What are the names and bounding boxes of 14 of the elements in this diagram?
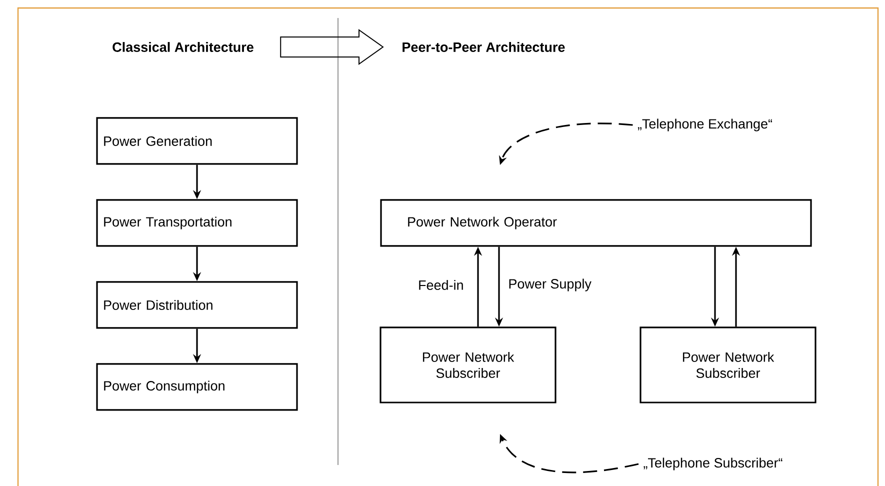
annotation-text: „Telephone Exchange“: [638, 118, 772, 132]
process-box: Power Network Subscriber: [640, 326, 816, 404]
process-box: Power Transportation: [96, 199, 298, 247]
edge-label: Power Supply: [506, 276, 594, 294]
edge-label: Feed-in: [416, 278, 466, 292]
section-title: Classical Architecture: [112, 42, 254, 52]
block-arrow: [280, 29, 384, 65]
annotation-text: „Telephone Subscriber“: [644, 458, 782, 470]
process-box: Power Network Operator: [380, 199, 812, 247]
process-box: Power Network Subscriber: [380, 326, 556, 404]
section-title: Peer-to-Peer Architecture: [402, 42, 565, 52]
process-box: Power Distribution: [96, 281, 298, 329]
process-box: Power Generation: [96, 117, 298, 165]
process-box: Power Consumption: [96, 363, 298, 411]
